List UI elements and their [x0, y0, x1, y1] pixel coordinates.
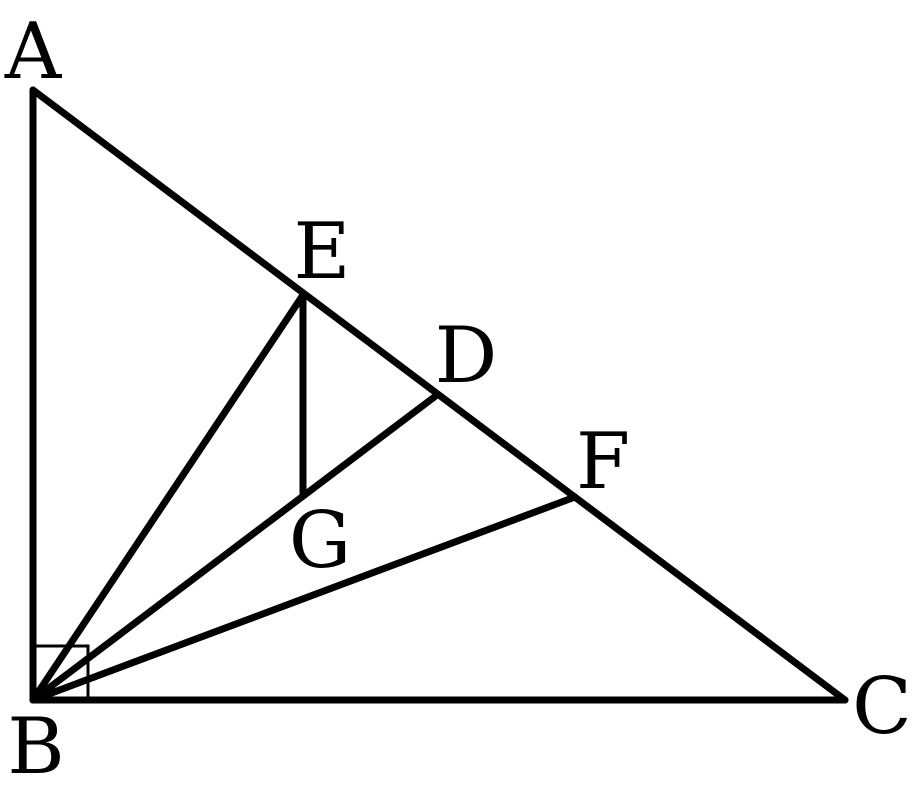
point-label-a: A [4, 7, 63, 97]
point-label-b: B [7, 702, 64, 792]
right-angle-marker [31, 644, 90, 702]
segments [29, 86, 849, 704]
point-label-g: G [289, 496, 351, 586]
point-label-d: D [435, 311, 498, 401]
point-label-f: F [576, 417, 630, 507]
point-labels: A B C D E F G [4, 7, 912, 792]
segment-bd [29, 391, 441, 704]
point-label-e: E [294, 207, 351, 297]
segment-be [29, 291, 307, 704]
point-label-c: C [852, 662, 912, 752]
segment-bf [29, 493, 579, 704]
